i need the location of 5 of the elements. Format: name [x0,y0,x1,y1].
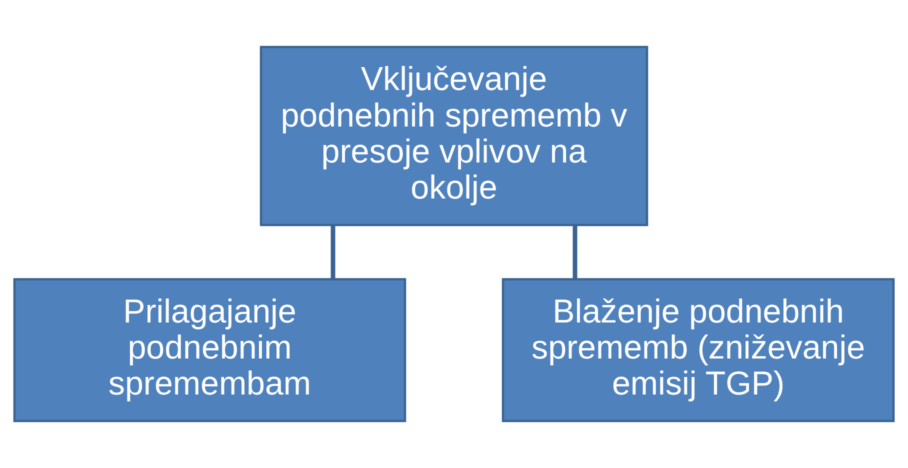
connector [572,226,578,280]
node-box: Blaženje podnebnih sprememb (zniževanje emisij TGP) [502,278,895,422]
connector [330,226,336,280]
node-box: Prilagajanje podnebnim spremembam [13,278,406,422]
node-box: Vključevanje podnebnih sprememb v presoje vplivov na okolje [260,46,648,226]
